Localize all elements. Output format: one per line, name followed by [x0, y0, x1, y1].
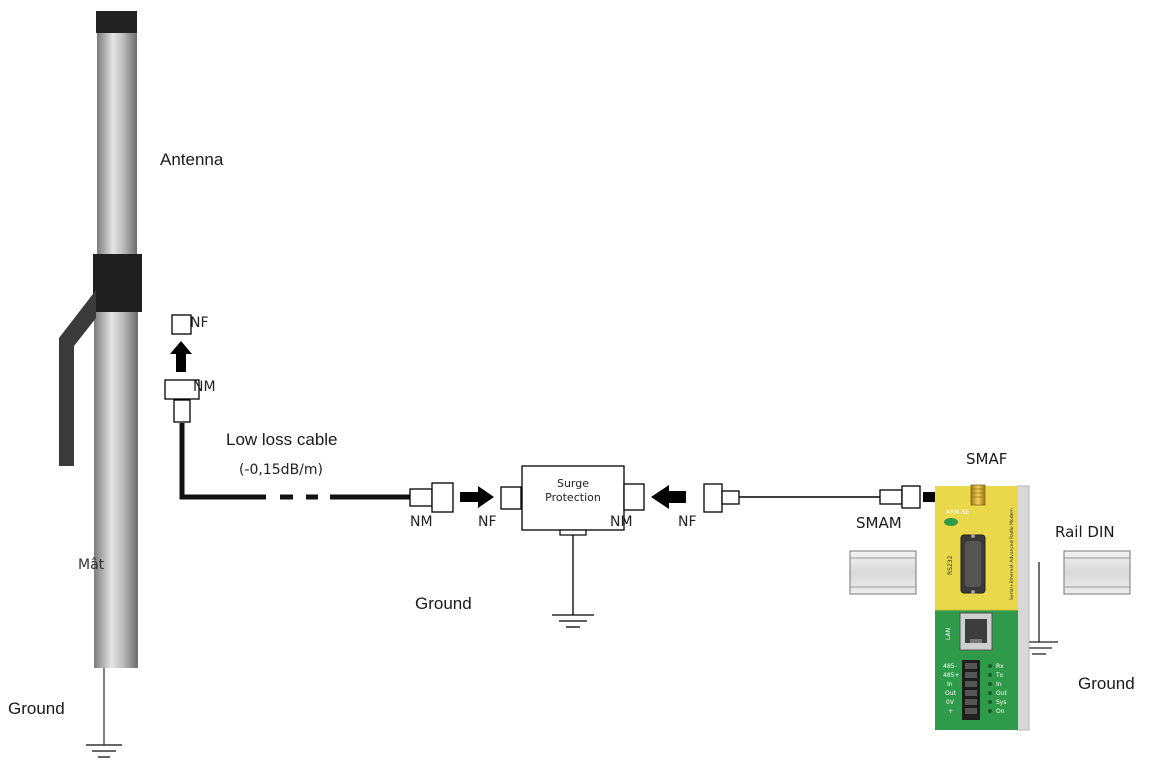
din-rail-left — [849, 550, 917, 595]
nm-label-cable-end: NM — [410, 514, 433, 530]
low-loss-cable — [179, 423, 410, 500]
antenna-whip — [97, 33, 137, 255]
antenna-bracket — [59, 290, 96, 466]
surge-label-line2: Protection — [545, 491, 601, 504]
nf-connector-surge-in — [500, 486, 522, 510]
nf-label-right-cable: NF — [678, 514, 697, 530]
led-label-1: Tx — [995, 672, 1004, 679]
arrow-up-icon — [170, 341, 192, 372]
ground-symbol-left — [86, 744, 122, 758]
antenna-label: Antenna — [160, 150, 224, 169]
surge-label-line1: Surge — [557, 477, 589, 490]
nf-connector-top — [171, 314, 192, 335]
antenna-tip — [96, 11, 137, 33]
led-label-2: In — [996, 681, 1002, 688]
smam-label: SMAM — [856, 514, 902, 532]
terminal-label-1: 485+ — [943, 672, 959, 679]
ground-label-left: Ground — [8, 699, 65, 718]
lan-label: LAN — [945, 628, 952, 640]
radio-modem-device: ARM-SE RS232 Serial+Ethernet Advanced Ra… — [935, 484, 1030, 731]
device-model: ARM-SE — [946, 509, 969, 516]
nf-connector-right-tail — [721, 490, 740, 505]
device-side-text: Serial+Ethernet Advanced Radio Modem — [1009, 508, 1015, 600]
cable-label: Low loss cable — [226, 430, 338, 449]
terminal-label-4: 0V — [946, 699, 955, 706]
ground-label-right: Ground — [1078, 674, 1135, 693]
device-logo-icon — [944, 518, 958, 526]
nm-connector-cable-end — [409, 488, 433, 507]
nm-connector-cable-end-body — [431, 482, 454, 513]
din-rail-right — [1063, 550, 1131, 595]
nf-label-surge-in: NF — [478, 514, 497, 530]
led-label-4: Sys — [996, 699, 1007, 706]
sma-port — [970, 484, 986, 506]
smam-connector-body — [901, 485, 921, 509]
ground-symbol-middle — [552, 614, 594, 628]
led-label-0: Rx — [996, 663, 1004, 670]
terminal-label-0: 485- — [943, 663, 957, 670]
surge-ground-terminal — [559, 529, 587, 536]
led-indicators — [988, 664, 992, 713]
smam-connector-tail — [879, 489, 903, 505]
rs232-label: RS232 — [947, 555, 954, 575]
terminal-label-5: + — [948, 708, 953, 715]
arrow-right-icon — [460, 486, 494, 508]
led-label-3: Out — [996, 690, 1008, 697]
led-label-5: On — [996, 708, 1005, 715]
nm-connector-top — [164, 379, 200, 400]
smaf-label: SMAF — [966, 450, 1007, 468]
antenna-mast — [59, 11, 142, 758]
nf-connector-right-body — [703, 483, 723, 513]
mast-pole — [94, 310, 138, 668]
mast-label: Mât — [78, 557, 105, 573]
surge-protection-box — [521, 465, 625, 531]
nf-label-top: NF — [190, 315, 209, 331]
cable-loss-label: (-0,15dB/m) — [239, 462, 323, 478]
rail-din-label: Rail DIN — [1055, 523, 1115, 541]
terminal-label-3: Out — [945, 690, 957, 697]
nm-label-top: NM — [193, 379, 216, 395]
nm-connector-top-neck — [173, 399, 191, 423]
nm-connector-surge-out — [623, 483, 645, 511]
ground-label-middle: Ground — [415, 594, 472, 613]
terminal-label-2: In — [947, 681, 953, 688]
antenna-clamp — [93, 254, 142, 312]
device-side-panel — [1016, 485, 1030, 731]
nm-label-surge-out: NM — [610, 514, 633, 530]
arrow-left-icon — [651, 485, 686, 509]
